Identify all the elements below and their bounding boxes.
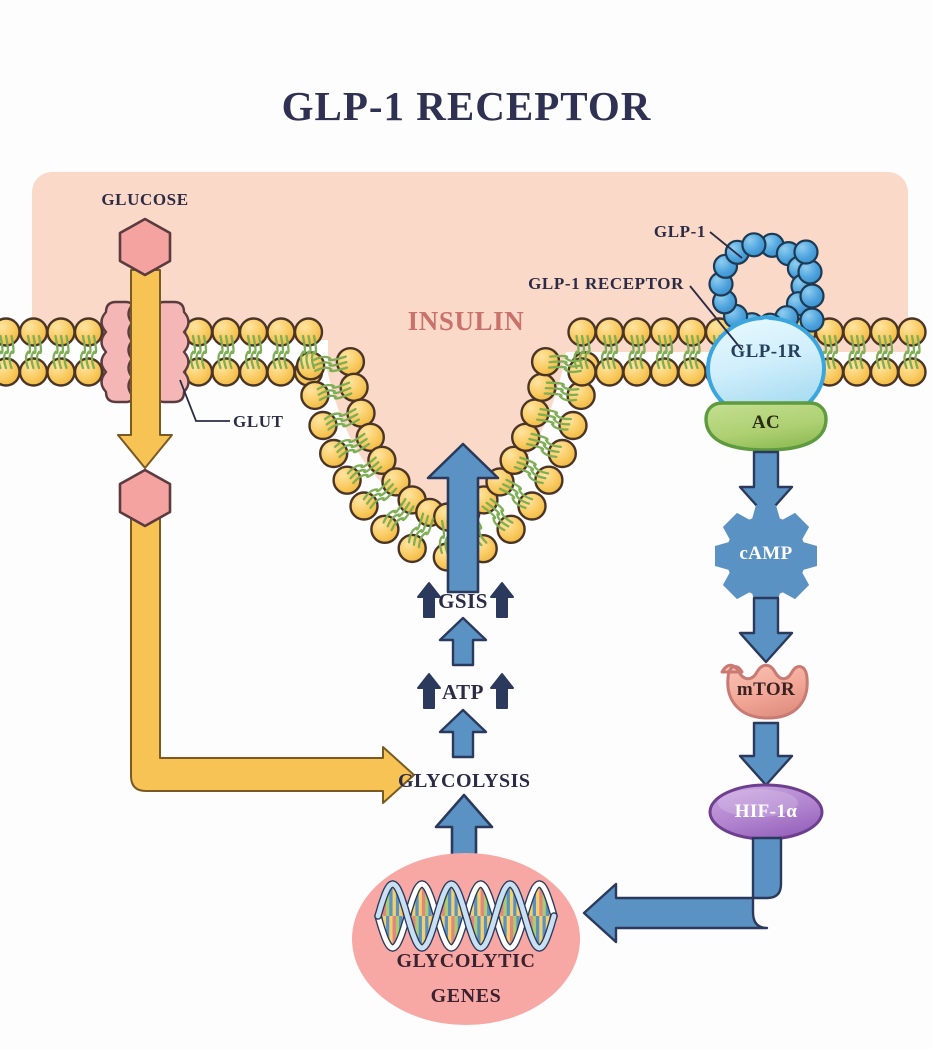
dna-helix (374, 880, 558, 952)
hif1a-ellipse (708, 783, 824, 841)
ac-label: AC (751, 412, 781, 433)
glycolytic-genes-label-line2: GENES (430, 985, 502, 1007)
gsis-up-arrow-right (490, 582, 514, 618)
arrow-ac-to-camp (738, 450, 794, 518)
glp1-leader-line (709, 231, 743, 259)
atp-label: ATP (442, 680, 484, 704)
arrow-hif-to-genes (582, 836, 783, 944)
glp1-receptor-label: GLP-1 RECEPTOR (528, 274, 684, 293)
cell-interior (32, 172, 908, 516)
glycolysis-label: GLYCOLYSIS (398, 770, 531, 792)
glycolytic-genes-label-line1: GLYCOLYTIC (396, 950, 536, 972)
arrow-atp-to-gsis (438, 616, 488, 667)
mtor-label: mTOR (736, 679, 796, 700)
arrow-glycolysis-to-atp (438, 708, 488, 759)
glp1r-label: GLP-1R (730, 341, 802, 362)
glut-leader-line (179, 379, 230, 422)
glp1-receptor-leader-line (689, 285, 743, 351)
arrow-mtor-to-hif (738, 721, 794, 787)
glut-label: GLUT (233, 412, 284, 431)
adenylate-cyclase-blob (704, 401, 828, 452)
glycolytic-genes-nucleus (352, 853, 580, 1025)
insulin-label: INSULIN (407, 306, 525, 336)
glucose-molecule-intracellular (118, 468, 172, 528)
hif1a-label: HIF-1α (734, 801, 798, 822)
camp-label: cAMP (739, 543, 793, 564)
gsis-up-arrow-left (417, 582, 441, 618)
mtor-blob (720, 663, 809, 720)
glucose-label: GLUCOSE (101, 190, 189, 209)
atp-up-arrow-right (490, 673, 514, 709)
atp-up-arrow-left (417, 673, 441, 709)
arrow-camp-to-mtor (738, 596, 794, 664)
glp1-peptide (708, 232, 825, 338)
glucose-flow-arrow (117, 269, 415, 804)
glucose-molecule-extracellular (118, 217, 172, 277)
page-title: GLP-1 RECEPTOR (281, 83, 652, 129)
camp-gear (715, 505, 817, 607)
glp1-label: GLP-1 (653, 222, 706, 241)
insulin-secretion-arrow (426, 442, 500, 594)
gsis-label: GSIS (438, 589, 488, 613)
